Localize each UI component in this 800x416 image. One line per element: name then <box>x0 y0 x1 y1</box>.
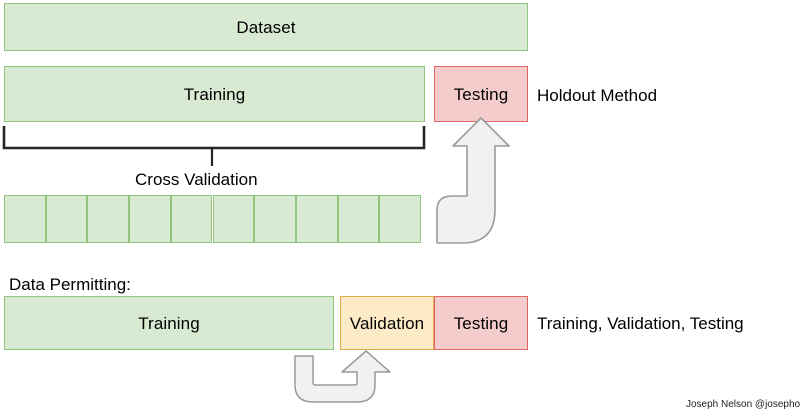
data-permitting-heading: Data Permitting: <box>9 275 131 294</box>
hook-up-arrow <box>436 117 510 244</box>
permitting-training-box: Training <box>4 296 334 350</box>
cv-fold-segment <box>337 195 380 243</box>
permitting-testing-box: Testing <box>434 296 528 350</box>
permitting-validation-label: Validation <box>349 313 425 333</box>
permitting-training-label: Training <box>138 313 200 333</box>
holdout-training-box: Training <box>4 66 425 122</box>
dataset-box: Dataset <box>4 3 528 51</box>
cv-fold-segment <box>129 195 171 243</box>
dataset-label: Dataset <box>236 17 296 37</box>
cross-validation-label: Cross Validation <box>135 170 258 189</box>
credit-text: Joseph Nelson @josephofiowa <box>686 399 800 410</box>
training-validation-testing-label: Training, Validation, Testing <box>537 314 744 333</box>
cv-fold-segment <box>379 195 421 243</box>
holdout-method-label: Holdout Method <box>537 86 658 105</box>
holdout-testing-box: Testing <box>434 66 528 122</box>
holdout-testing-label: Testing <box>453 84 509 104</box>
cv-fold-segment <box>295 195 338 243</box>
cv-fold-segment <box>45 195 88 243</box>
cross-validation-strip <box>4 195 421 243</box>
cv-fold-segment <box>87 195 130 243</box>
holdout-training-label: Training <box>183 84 246 104</box>
cross-validation-bracket <box>2 126 426 166</box>
permitting-testing-label: Testing <box>453 313 509 333</box>
permitting-validation-box: Validation <box>340 296 434 350</box>
cv-fold-segment <box>170 195 213 243</box>
cv-fold-segment <box>212 195 255 243</box>
cv-fold-segment <box>4 195 46 243</box>
cv-fold-segment <box>254 195 296 243</box>
u-turn-up-arrow <box>294 350 391 403</box>
